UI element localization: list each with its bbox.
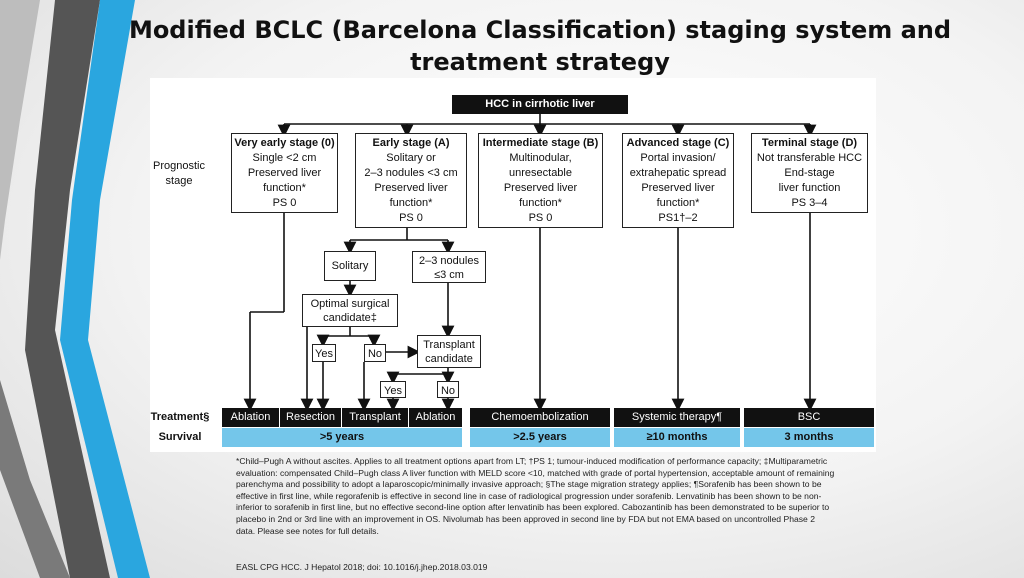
stage-very-early: Very early stage (0) Single <2 cm Preser…: [231, 133, 338, 213]
stage-line: Not transferable HCC: [756, 152, 863, 164]
node-text: 2–3 nodules: [419, 255, 479, 267]
treatment-label: Treatment§: [150, 411, 210, 423]
node-text: candidate: [425, 353, 473, 365]
stage-line: Solitary or: [386, 152, 436, 164]
stage-line: PS 3–4: [791, 197, 828, 209]
treatment-cell: Resection: [280, 408, 341, 427]
citation: EASL CPG HCC. J Hepatol 2018; doi: 10.10…: [236, 562, 488, 572]
treatment-cell: Chemoembolization: [470, 408, 610, 427]
survival-cell: >2.5 years: [470, 428, 610, 447]
node-no: No: [364, 344, 386, 362]
stage-terminal: Terminal stage (D) Not transferable HCC …: [751, 133, 868, 213]
node-2-3-nodules: 2–3 nodules ≤3 cm: [412, 251, 486, 283]
node-no: No: [437, 381, 459, 398]
stage-line: Preserved liver: [641, 182, 715, 194]
stage-line: PS 0: [399, 212, 423, 224]
node-text: Optimal surgical: [310, 298, 390, 310]
stage-line: function*: [263, 182, 306, 194]
treatment-cell: Ablation: [409, 408, 462, 427]
node-text: candidate‡: [323, 312, 377, 324]
stage-line: function*: [656, 197, 700, 209]
page-title: Modified BCLC (Barcelona Classification)…: [128, 16, 952, 76]
treatment-cell: Ablation: [222, 408, 279, 427]
stage-line: Preserved liver: [503, 182, 578, 194]
stage-line: Preserved liver: [247, 167, 322, 179]
stage-line: extrahepatic spread: [629, 167, 727, 179]
stage-line: Portal invasion/: [640, 152, 716, 164]
stage-line: PS 0: [272, 197, 297, 209]
stage-line: End-stage: [784, 167, 835, 179]
node-solitary: Solitary: [324, 251, 376, 281]
stage-line: Single <2 cm: [252, 152, 317, 164]
root-node: HCC in cirrhotic liver: [452, 95, 628, 114]
stage-line: liver function: [778, 182, 841, 194]
node-transplant-candidate: Transplant candidate: [417, 335, 481, 368]
survival-label: Survival: [158, 431, 202, 443]
survival-cell: 3 months: [744, 428, 874, 447]
node-yes: Yes: [312, 344, 336, 362]
footnote: *Child–Pugh A without ascites. Applies t…: [236, 456, 835, 536]
stage-heading: Early stage (A): [372, 137, 450, 149]
survival-cell: ≥10 months: [614, 428, 740, 447]
stage-line: PS1†–2: [658, 212, 698, 224]
treatment-cell: BSC: [744, 408, 874, 427]
prognostic-label-line1: Prognostic: [153, 160, 205, 172]
stage-line: Multinodular,: [509, 152, 572, 164]
treatment-cell: Transplant: [342, 408, 408, 427]
survival-cell: >5 years: [222, 428, 462, 447]
stage-line: function*: [389, 197, 433, 209]
treatment-cell: Systemic therapy¶: [614, 408, 740, 427]
stage-line: unresectable: [509, 167, 572, 179]
node-text: Transplant: [423, 339, 475, 351]
stage-heading: Advanced stage (C): [626, 137, 730, 149]
stage-line: 2–3 nodules <3 cm: [364, 167, 458, 179]
node-optimal-surgical-candidate: Optimal surgical candidate‡: [302, 294, 398, 327]
prognostic-label-line2: stage: [165, 175, 193, 187]
stage-line: Preserved liver: [374, 182, 448, 194]
node-text: ≤3 cm: [434, 269, 464, 281]
stage-line: function*: [519, 197, 562, 209]
prognostic-label: Prognostic stage: [144, 159, 214, 189]
stage-heading: Intermediate stage (B): [482, 137, 599, 149]
stage-intermediate: Intermediate stage (B) Multinodular, unr…: [478, 133, 603, 228]
stage-early: Early stage (A) Solitary or 2–3 nodules …: [355, 133, 467, 228]
node-yes: Yes: [380, 381, 406, 398]
stage-heading: Very early stage (0): [234, 137, 335, 149]
stage-line: PS 0: [528, 212, 553, 224]
stage-advanced: Advanced stage (C) Portal invasion/ extr…: [622, 133, 734, 228]
stage-heading: Terminal stage (D): [761, 137, 858, 149]
